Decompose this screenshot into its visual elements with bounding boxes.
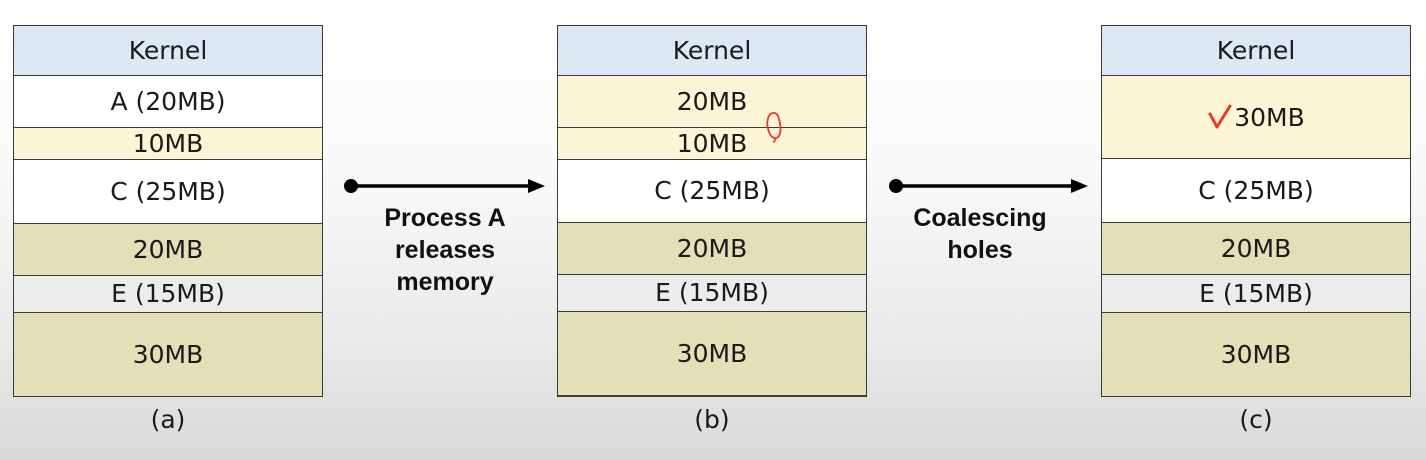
memory-block-label: E (15MB)	[1199, 278, 1313, 308]
memory-block-label: 20MB	[1220, 234, 1292, 264]
memory-block-label: 30MB	[676, 339, 748, 369]
check-mark-icon	[1208, 104, 1232, 129]
memory-block-process: C (25MB)	[558, 159, 866, 224]
memory-block-label: 30MB	[1234, 102, 1305, 132]
memory-block-process-grey: E (15MB)	[14, 275, 322, 313]
memory-stack-b: Kernel 20MB 10MB C (25MB) 20MB E (15MB) 30MB	[557, 25, 867, 397]
memory-block-label: C (25MB)	[1198, 176, 1314, 206]
pen-annotation-icon	[766, 111, 782, 143]
memory-block-label: 20MB	[676, 86, 748, 116]
memory-block-label: Kernel	[1216, 36, 1296, 66]
memory-block-hole-dark: 30MB	[558, 312, 866, 396]
memory-block-kernel: Kernel	[1102, 26, 1410, 77]
caption-c: (c)	[1239, 405, 1273, 434]
memory-block-hole-dark: 20MB	[558, 223, 866, 275]
memory-block-label: Kernel	[672, 35, 752, 65]
memory-block-hole-dark: 30MB	[14, 312, 322, 396]
memory-block-hole: 30MB	[1102, 76, 1410, 160]
memory-block-kernel: Kernel	[14, 26, 322, 76]
memory-block-process: C (25MB)	[1102, 159, 1410, 224]
memory-block-hole-dark: 30MB	[1102, 312, 1410, 396]
memory-block-hole-dark: 20MB	[1102, 223, 1410, 276]
memory-block-label: 30MB	[132, 339, 204, 369]
arrow-release-head	[528, 179, 545, 193]
memory-stack-c: Kernel 30MB C (25MB) 20MB E (15MB) 30MB	[1101, 25, 1411, 397]
memory-block-kernel: Kernel	[558, 26, 866, 76]
arrow-coalesce-label-line-2: holes	[947, 236, 1013, 264]
memory-block-label: Kernel	[128, 35, 208, 65]
memory-block-label: 20MB	[132, 234, 204, 264]
memory-stack-a: Kernel A (20MB) 10MB C (25MB) 20MB E (15MB) 30…	[13, 25, 323, 397]
memory-block-process-grey: E (15MB)	[1102, 275, 1410, 313]
arrow-release-label-line-1: Process A	[384, 204, 506, 232]
arrow-coalesce	[889, 179, 1088, 193]
memory-block-label: C (25MB)	[654, 176, 770, 206]
caption-a: (a)	[150, 405, 186, 434]
memory-block-hole: 10MB	[558, 127, 866, 160]
memory-block-label: 30MB	[1220, 339, 1292, 369]
memory-block-label: 10MB	[676, 128, 748, 158]
memory-block-process: C (25MB)	[14, 160, 322, 224]
arrow-coalesce-label-line-1: Coalescing	[913, 204, 1047, 232]
memory-block-hole: 10MB	[14, 127, 322, 161]
memory-block-process: A (20MB)	[14, 75, 322, 128]
memory-block-hole-dark: 20MB	[14, 223, 322, 276]
caption-b: (b)	[694, 405, 730, 434]
memory-block-label: C (25MB)	[110, 176, 226, 206]
arrow-release	[344, 179, 545, 193]
arrow-release-label-line-3: memory	[396, 268, 494, 296]
arrow-coalesce-label: Coalescing holes	[890, 202, 1070, 266]
arrow-release-label: Process A releases memory	[355, 202, 535, 298]
memory-block-label: 20MB	[676, 234, 748, 264]
memory-block-hole: 20MB	[558, 75, 866, 128]
memory-block-process-grey: E (15MB)	[558, 274, 866, 313]
arrow-release-label-line-2: releases	[394, 236, 496, 264]
memory-block-label: 10MB	[132, 128, 204, 158]
memory-block-label: A (20MB)	[110, 86, 226, 116]
memory-block-label: E (15MB)	[111, 279, 225, 309]
arrow-coalesce-head	[1071, 179, 1088, 193]
memory-block-label: E (15MB)	[655, 278, 769, 308]
